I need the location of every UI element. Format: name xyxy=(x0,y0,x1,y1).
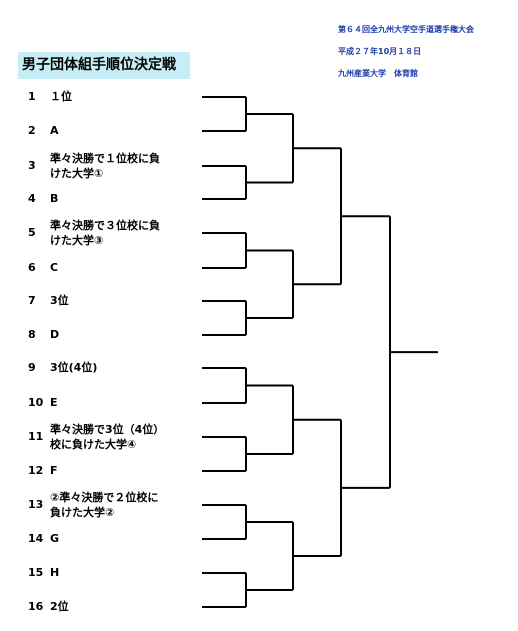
entry-label: ②準々決勝で２位校に負けた大学② xyxy=(50,490,158,520)
entry-label-line: D xyxy=(50,328,60,341)
entry-label-line: けた大学① xyxy=(50,166,104,180)
entry-label-line: C xyxy=(50,261,59,274)
entry-label-line: 2位 xyxy=(50,600,69,613)
entry-seed: 3 xyxy=(28,159,36,172)
entry-label: G xyxy=(50,531,59,546)
entry-seed: 1 xyxy=(28,90,36,103)
entry-label-line: 準々決勝で１位校に負 xyxy=(50,151,160,165)
entry-label: 準々決勝で3位（4位）校に負けた大学④ xyxy=(50,422,164,452)
entry-seed: 14 xyxy=(28,532,44,545)
entry-label-line: G xyxy=(50,532,60,545)
entry-label: 3位(4位) xyxy=(50,360,97,375)
entry-seed: 6 xyxy=(28,261,36,274)
entry-label-line: F xyxy=(50,464,58,477)
entry-seed: 13 xyxy=(28,498,44,511)
entry-label-line: B xyxy=(50,192,59,205)
entry-label-line: H xyxy=(50,566,60,579)
entry-label: C xyxy=(50,260,58,275)
entry-label-line: けた大学③ xyxy=(50,233,104,247)
entry-label-line: 3位(4位) xyxy=(50,361,98,374)
entry-seed: 5 xyxy=(28,226,36,239)
entry-seed: 8 xyxy=(28,328,36,341)
entry-label-line: 3位 xyxy=(50,294,69,307)
entry-seed: 4 xyxy=(28,192,36,205)
header-date: 平成２７年10月１８日 xyxy=(338,47,422,56)
entry-seed: 15 xyxy=(28,566,44,579)
entry-label: A xyxy=(50,123,59,138)
header-tournament: 第６４回全九州大学空手道選手権大会 xyxy=(338,25,474,34)
entry-label: 準々決勝で１位校に負けた大学① xyxy=(50,151,160,181)
entry-label: F xyxy=(50,463,58,478)
entry-label-line: A xyxy=(50,124,59,137)
header-venue: 九州産業大学 体育館 xyxy=(338,69,418,78)
entry-label-line: 負けた大学② xyxy=(50,505,115,519)
entry-label-line: 準々決勝で３位校に負 xyxy=(50,218,160,232)
entry-label: 2位 xyxy=(50,599,69,614)
entry-label: 準々決勝で３位校に負けた大学③ xyxy=(50,218,160,248)
entry-label: B xyxy=(50,191,58,206)
entry-label-line: １位 xyxy=(50,90,72,103)
entry-label: 3位 xyxy=(50,293,69,308)
entry-seed: 9 xyxy=(28,361,36,374)
entry-seed: 11 xyxy=(28,430,44,443)
entry-label: D xyxy=(50,327,59,342)
page-title: 男子団体組手順位決定戦 xyxy=(18,52,190,79)
entry-label: １位 xyxy=(50,89,72,104)
entry-seed: 12 xyxy=(28,464,44,477)
entry-seed: 16 xyxy=(28,600,44,613)
entry-seed: 10 xyxy=(28,396,44,409)
entry-label-line: ②準々決勝で２位校に xyxy=(50,490,159,504)
entry-label-line: 校に負けた大学④ xyxy=(50,437,137,451)
entry-label-line: E xyxy=(50,396,58,409)
entry-label-line: 準々決勝で3位（4位） xyxy=(50,422,165,436)
entry-label: E xyxy=(50,395,58,410)
entry-label: H xyxy=(50,565,59,580)
entry-seed: 2 xyxy=(28,124,36,137)
entry-seed: 7 xyxy=(28,294,36,307)
